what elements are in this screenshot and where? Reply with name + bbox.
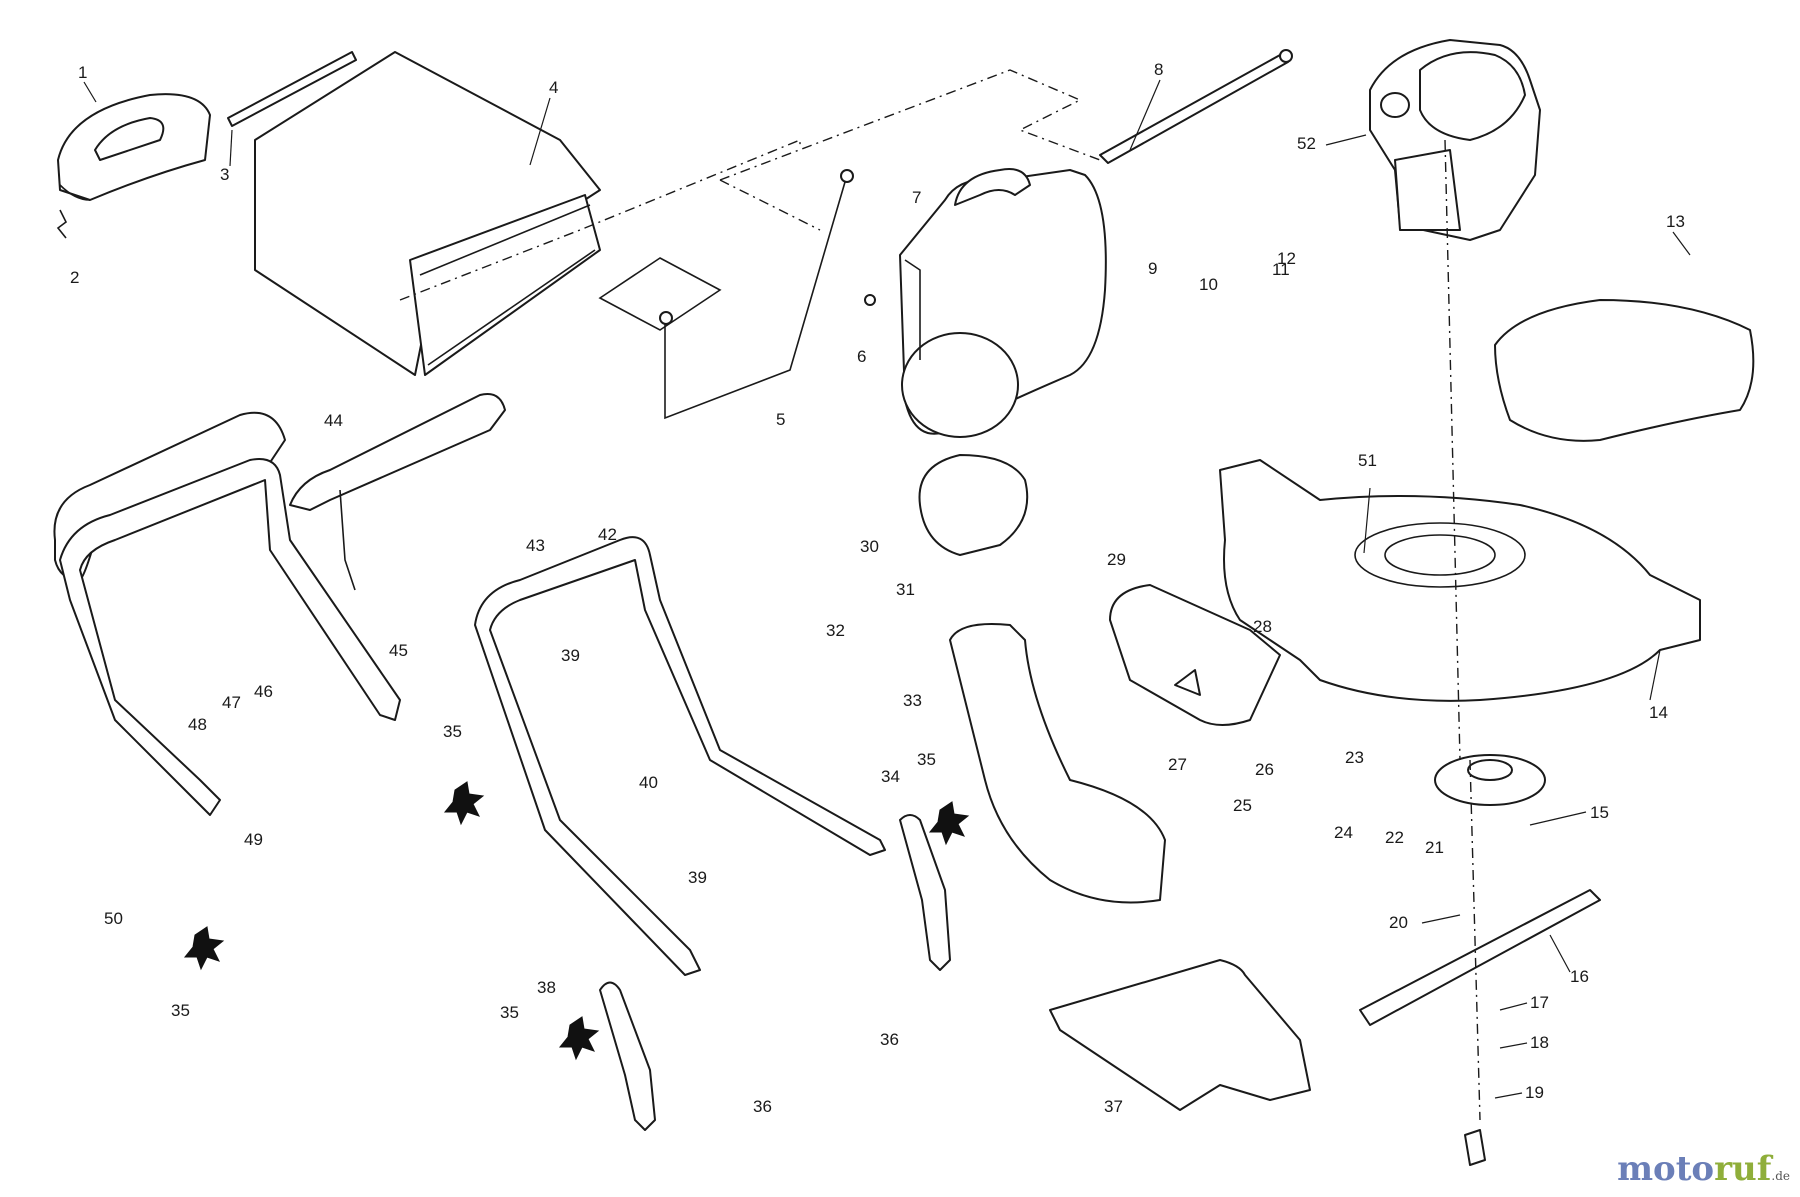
callout-38: 38 [537, 978, 556, 997]
deflector-part [1109, 584, 1281, 726]
callout-15: 15 [1590, 803, 1609, 822]
watermark-logo: motoruf.de [1617, 1149, 1790, 1189]
callout-1: 1 [78, 63, 87, 82]
callout-20: 20 [1389, 913, 1408, 932]
callout-16: 16 [1570, 967, 1589, 986]
rear-chute-part [899, 168, 1107, 438]
handle-right-frame [474, 536, 886, 976]
callout-42: 42 [598, 525, 617, 544]
dashed-outline [399, 69, 1101, 301]
rear-flap-part [1494, 299, 1755, 442]
callout-25: 25 [1233, 796, 1252, 815]
discharge-chute-part [949, 623, 1166, 904]
engine-part [1369, 39, 1541, 241]
bracket-left-part [599, 981, 656, 1131]
callout-13: 13 [1666, 212, 1685, 231]
bracket-right-part [899, 814, 951, 971]
callout-6: 6 [857, 347, 866, 366]
center-dashed-axis [1444, 139, 1481, 1121]
callouts: 1 2 3 4 5 6 7 8 9 10 11 12 13 14 15 16 1… [70, 60, 1685, 1116]
callout-51: 51 [1358, 451, 1377, 470]
callout-7: 7 [912, 188, 921, 207]
handle-bar-upper [289, 393, 506, 591]
callout-48: 48 [188, 715, 207, 734]
catcher-handle-part [57, 93, 211, 201]
callout-40: 40 [639, 773, 658, 792]
callout-29: 29 [1107, 550, 1126, 569]
callout-43: 43 [526, 536, 545, 555]
blade-adapter-part [1434, 754, 1546, 806]
grass-bag [254, 51, 601, 376]
callout-23: 23 [1345, 748, 1364, 767]
callout-21: 21 [1425, 838, 1444, 857]
callout-32: 32 [826, 621, 845, 640]
callout-26: 26 [1255, 760, 1274, 779]
callout-35c: 35 [500, 1003, 519, 1022]
callout-14: 14 [1649, 703, 1668, 722]
callout-47: 47 [222, 693, 241, 712]
callout-52: 52 [1297, 134, 1316, 153]
callout-9: 9 [1148, 259, 1157, 278]
callout-39a: 39 [561, 646, 580, 665]
bag-frame-part [598, 169, 876, 420]
callout-27: 27 [1168, 755, 1187, 774]
knob-35a [443, 781, 485, 826]
callout-44: 44 [324, 411, 343, 430]
callout-39b: 39 [688, 868, 707, 887]
callout-31: 31 [896, 580, 915, 599]
callout-36a: 36 [880, 1030, 899, 1049]
callout-35d: 35 [917, 750, 936, 769]
callout-18: 18 [1530, 1033, 1549, 1052]
knob-35c [558, 1016, 600, 1061]
callout-36b: 36 [753, 1097, 772, 1116]
callout-50: 50 [104, 909, 123, 928]
callout-2: 2 [70, 268, 79, 287]
mulch-plug-part [918, 454, 1029, 556]
knob-35b [183, 926, 225, 971]
blade-part [1359, 889, 1601, 1026]
callout-45: 45 [389, 641, 408, 660]
callout-46: 46 [254, 682, 273, 701]
watermark-part2: ruf [1714, 1149, 1772, 1189]
callout-35a: 35 [443, 722, 462, 741]
callout-10: 10 [1199, 275, 1218, 294]
callout-11: 11 [1272, 260, 1290, 279]
axle-rod-part [1099, 49, 1293, 164]
callout-24: 24 [1334, 823, 1353, 842]
blade-bolt-part [1464, 1129, 1486, 1166]
callout-4: 4 [549, 78, 558, 97]
callout-5: 5 [776, 410, 785, 429]
clip-part [56, 209, 68, 239]
callout-12: 12 [1277, 249, 1296, 268]
callout-49: 49 [244, 830, 263, 849]
callout-37: 37 [1104, 1097, 1123, 1116]
callout-35b: 35 [171, 1001, 190, 1020]
rear-skirt-part [1049, 959, 1311, 1111]
callout-3: 3 [220, 165, 229, 184]
callout-28: 28 [1253, 617, 1272, 636]
callout-17: 17 [1530, 993, 1549, 1012]
callout-34: 34 [881, 767, 900, 786]
rod-part [227, 51, 357, 127]
deck-part [1219, 459, 1701, 702]
callout-30: 30 [860, 537, 879, 556]
knob-35d [928, 801, 970, 846]
handle-left-frame [59, 458, 401, 816]
callout-19: 19 [1525, 1083, 1544, 1102]
callout-22: 22 [1385, 828, 1404, 847]
callout-8: 8 [1154, 60, 1163, 79]
watermark-suffix: .de [1771, 1169, 1790, 1183]
watermark-part1: moto [1617, 1149, 1715, 1189]
leader-lines [83, 79, 1691, 1099]
callout-33: 33 [903, 691, 922, 710]
